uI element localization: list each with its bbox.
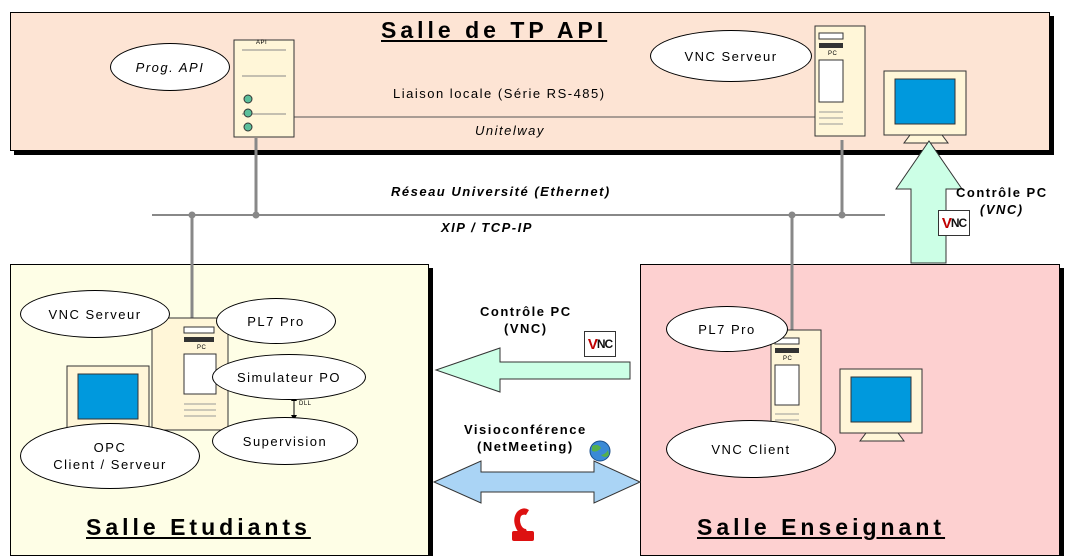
- phone-icon: [512, 508, 534, 541]
- control-top-line1: Contrôle PC: [956, 185, 1048, 200]
- room-enseignant-title: Salle Enseignant: [697, 514, 946, 540]
- link-label: Liaison locale (Série RS-485): [393, 86, 606, 101]
- opc-ellipse: OPC Client / Serveur: [20, 423, 200, 489]
- prog-api-ellipse: Prog. API: [110, 43, 230, 91]
- students-pc-label: PC: [197, 345, 207, 351]
- api-pc-label: PC: [828, 51, 838, 57]
- api-pc-tower: [814, 25, 866, 137]
- control-mid-label: Contrôle PC (VNC): [480, 303, 572, 337]
- node-students: [188, 211, 196, 219]
- supervision-ellipse: Supervision: [212, 417, 358, 465]
- dll-label: DLL: [299, 401, 312, 407]
- vnc-logo-text: NC: [596, 337, 613, 351]
- control-top-line2: (VNC): [980, 202, 1024, 217]
- vnc-logo-text: NC: [950, 216, 967, 230]
- vnc-client-ellipse: VNC Client: [666, 420, 836, 478]
- control-top-label: Contrôle PC (VNC): [956, 184, 1048, 218]
- control-up-arrow: [895, 140, 963, 264]
- vnc-logo-v: V: [587, 335, 598, 353]
- visio-label: Visioconférence (NetMeeting): [464, 421, 587, 455]
- network-protocol: XIP / TCP-IP: [441, 220, 533, 235]
- node-api-pc: [838, 211, 846, 219]
- vnc-logo-v: V: [941, 214, 952, 232]
- visio-line2: (NetMeeting): [476, 439, 574, 454]
- api-device-label: API: [256, 40, 268, 46]
- students-vnc-server-ellipse: VNC Serveur: [20, 290, 170, 338]
- visio-double-arrow: [432, 460, 642, 504]
- control-left-arrow: [434, 347, 631, 393]
- room-etudiants-title: Salle Etudiants: [86, 514, 311, 540]
- diagram-graphics: [66, 25, 967, 541]
- teacher-pc-label: PC: [783, 356, 793, 362]
- netmeeting-icon: [589, 440, 611, 462]
- students-pc-monitor: [66, 365, 150, 439]
- opc-line1: OPC: [93, 440, 127, 455]
- node-teacher: [788, 211, 796, 219]
- students-pl7-ellipse: PL7 Pro: [216, 298, 336, 344]
- api-pc-monitor: [883, 70, 967, 144]
- visio-line1: Visioconférence: [464, 422, 587, 437]
- control-mid-line1: Contrôle PC: [480, 304, 572, 319]
- protocol-label: Unitelway: [475, 123, 545, 138]
- control-mid-line2: (VNC): [504, 321, 548, 336]
- teacher-pl7-ellipse: PL7 Pro: [666, 306, 788, 352]
- room-api-title: Salle de TP API: [381, 17, 608, 43]
- opc-line2: Client / Serveur: [53, 457, 167, 472]
- teacher-pc-monitor: [839, 368, 923, 442]
- node-api: [252, 211, 260, 219]
- api-vnc-server-ellipse: VNC Serveur: [650, 30, 812, 82]
- teacher-pc-tower: [770, 329, 822, 441]
- network-name: Réseau Université (Ethernet): [391, 184, 611, 199]
- simulator-ellipse: Simulateur PO: [212, 354, 366, 400]
- api-plc-device: [233, 39, 295, 138]
